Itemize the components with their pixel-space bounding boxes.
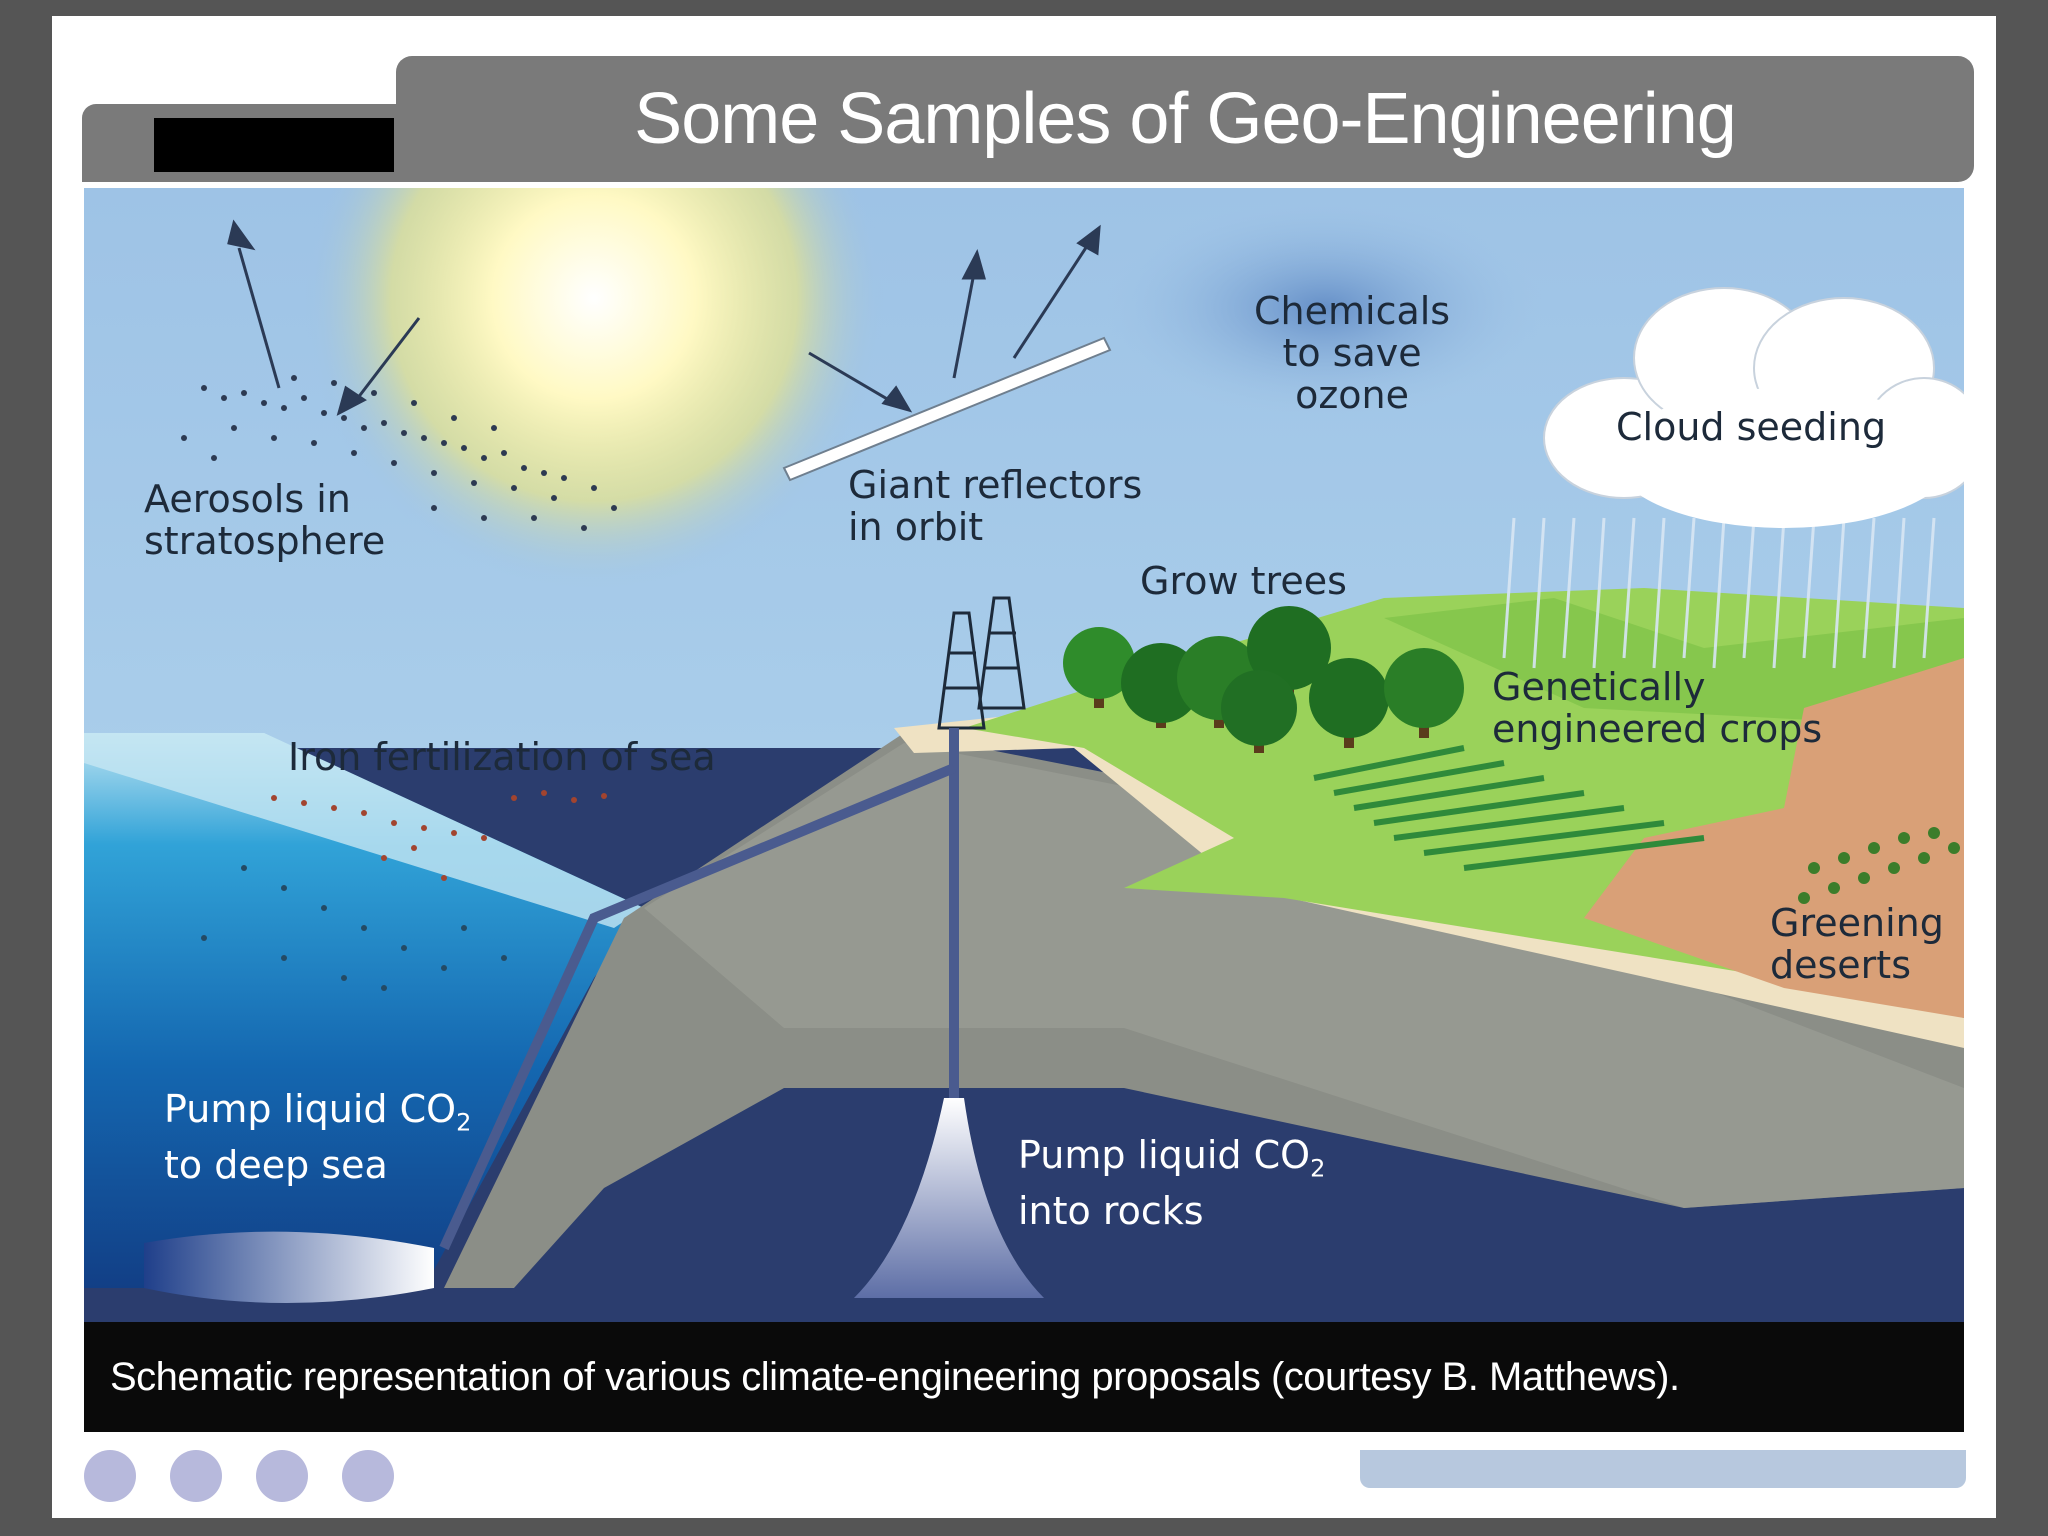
rain-cloud (1502, 287, 1985, 669)
aerosol-particles (181, 375, 617, 531)
nav-dot-4[interactable] (342, 1450, 394, 1502)
co2-rock-plume (854, 1098, 1044, 1298)
caption-text: Schematic representation of various clim… (110, 1354, 1680, 1399)
co2-pipes (439, 728, 959, 1251)
label-crops-line2: engineered crops (1492, 707, 1823, 751)
nav-dot-3[interactable] (256, 1450, 308, 1502)
title-bar: Some Samples of Geo-Engineering (396, 56, 1974, 182)
label-crops-line1: Genetically (1492, 665, 1706, 709)
drilling-rigs (937, 596, 1026, 730)
label-pump-sea: Pump liquid CO2 to deep sea (164, 1088, 471, 1186)
label-pump-rocks-line2: into rocks (1018, 1188, 1204, 1233)
label-pump-sea-text: Pump liquid CO (164, 1087, 457, 1131)
hills (1384, 598, 1964, 728)
label-chemicals-line3: ozone (1295, 373, 1410, 417)
desert-plants (1798, 827, 1960, 904)
label-greening-line2: deserts (1770, 943, 1911, 987)
label-chemicals-line2: to save (1282, 331, 1422, 375)
plankton-particles (201, 865, 507, 991)
label-pump-rocks-line1: Pump liquid CO2 (1018, 1134, 1325, 1190)
rock-upper (644, 743, 1964, 1208)
label-reflectors: Giant reflectors in orbit (848, 464, 1142, 548)
footer-bar (1360, 1450, 1966, 1488)
label-reflectors-line2: in orbit (848, 505, 984, 549)
label-pump-rocks-subscript: 2 (1310, 1154, 1326, 1183)
label-iron: Iron fertilization of sea (288, 735, 716, 779)
iron-particles (271, 790, 607, 881)
slide-title: Some Samples of Geo-Engineering (634, 79, 1737, 159)
desert (1584, 658, 1964, 1018)
nav-dot-2[interactable] (170, 1450, 222, 1502)
ozone-cloud (1104, 198, 1544, 418)
caption-bar: Schematic representation of various clim… (84, 1322, 1964, 1432)
diagram-illustration (84, 8, 1985, 1432)
label-pump-sea-line2: to deep sea (164, 1142, 388, 1187)
co2-sea-pool (144, 1231, 434, 1303)
label-cloud-seeding: Cloud seeding (1616, 405, 1887, 449)
label-aerosols: Aerosols in stratosphere (144, 478, 385, 562)
label-greening: Greening deserts (1770, 902, 1944, 986)
trees (1063, 606, 1464, 753)
nav-dot-1[interactable] (84, 1450, 136, 1502)
redacted-block (154, 118, 394, 172)
label-aerosols-line1: Aerosols in (144, 477, 351, 521)
sea-surface (84, 733, 644, 928)
crop-rows (1313, 745, 1705, 871)
orbit-reflector (782, 336, 1112, 482)
label-chemicals: Chemicals to save ozone (1254, 290, 1450, 416)
label-aerosols-line2: stratosphere (144, 519, 386, 563)
label-crops: Genetically engineered crops (1492, 666, 1822, 750)
label-reflectors-line1: Giant reflectors (848, 463, 1143, 507)
label-pump-sea-line1: Pump liquid CO2 (164, 1088, 471, 1144)
label-pump-rocks-text: Pump liquid CO (1018, 1133, 1311, 1177)
radiation-arrows (227, 219, 1101, 416)
label-pump-sea-subscript: 2 (456, 1108, 472, 1137)
label-greening-line1: Greening (1770, 901, 1944, 945)
label-pump-rocks: Pump liquid CO2 into rocks (1018, 1134, 1325, 1232)
label-chemicals-line1: Chemicals (1254, 289, 1451, 333)
geoengineering-diagram: Aerosols in stratosphere Giant reflector… (84, 8, 1985, 1432)
label-grow-trees: Grow trees (1140, 559, 1347, 603)
